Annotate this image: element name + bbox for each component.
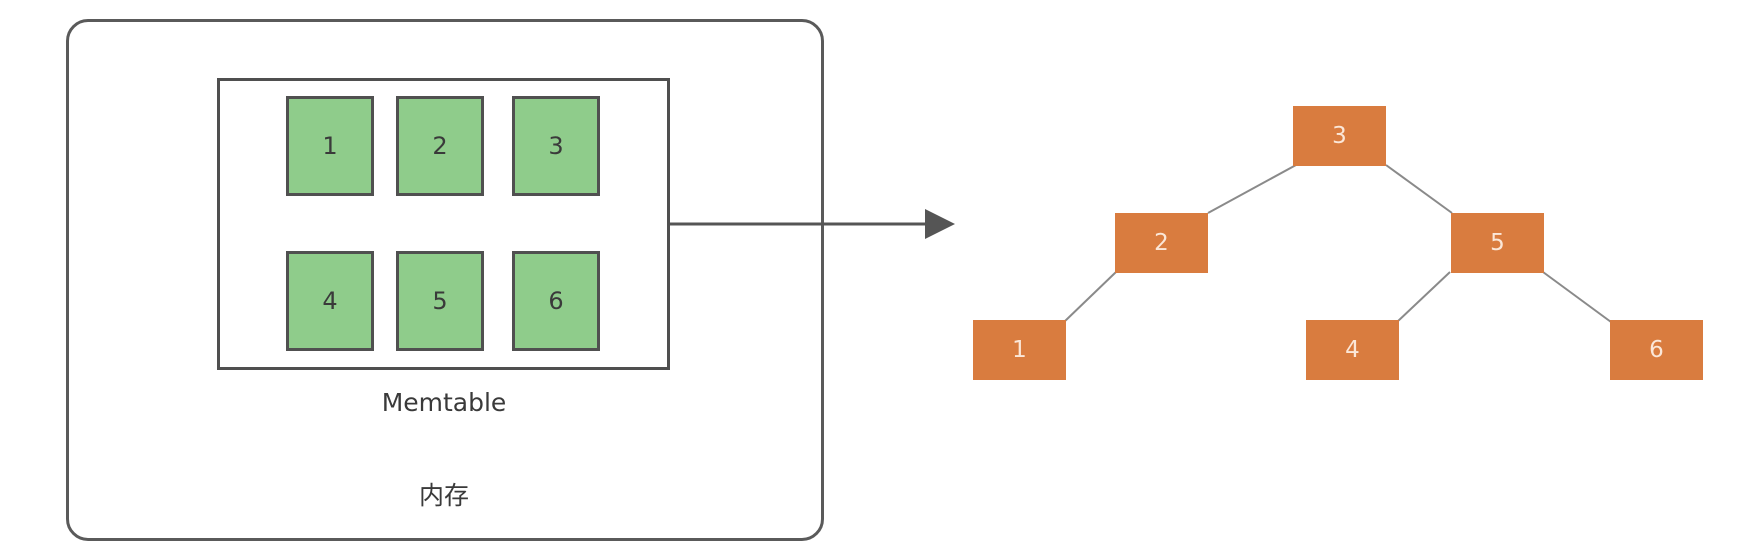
memtable-cell-2: 2 [396, 96, 484, 196]
edge-3-2 [1207, 164, 1297, 214]
memtable-label: Memtable [381, 388, 507, 417]
memtable-cell-1: 1 [286, 96, 374, 196]
edge-3-5 [1385, 164, 1453, 214]
memtable-container [217, 78, 670, 370]
memory-label: 内存 [418, 481, 469, 510]
tree-node-root: 3 [1293, 106, 1386, 166]
edge-2-1 [1063, 271, 1117, 323]
tree-node-right-left: 4 [1306, 320, 1399, 380]
edge-5-6 [1542, 271, 1612, 323]
tree-node-left-left: 1 [973, 320, 1066, 380]
edge-5-4 [1396, 271, 1451, 323]
memory-container [66, 19, 824, 541]
memtable-cell-4: 4 [286, 251, 374, 351]
tree-node-left: 2 [1115, 213, 1208, 273]
memtable-cell-6: 6 [512, 251, 600, 351]
memtable-cell-3: 3 [512, 96, 600, 196]
memtable-cell-5: 5 [396, 251, 484, 351]
tree-node-right: 5 [1451, 213, 1544, 273]
tree-node-right-right: 6 [1610, 320, 1703, 380]
